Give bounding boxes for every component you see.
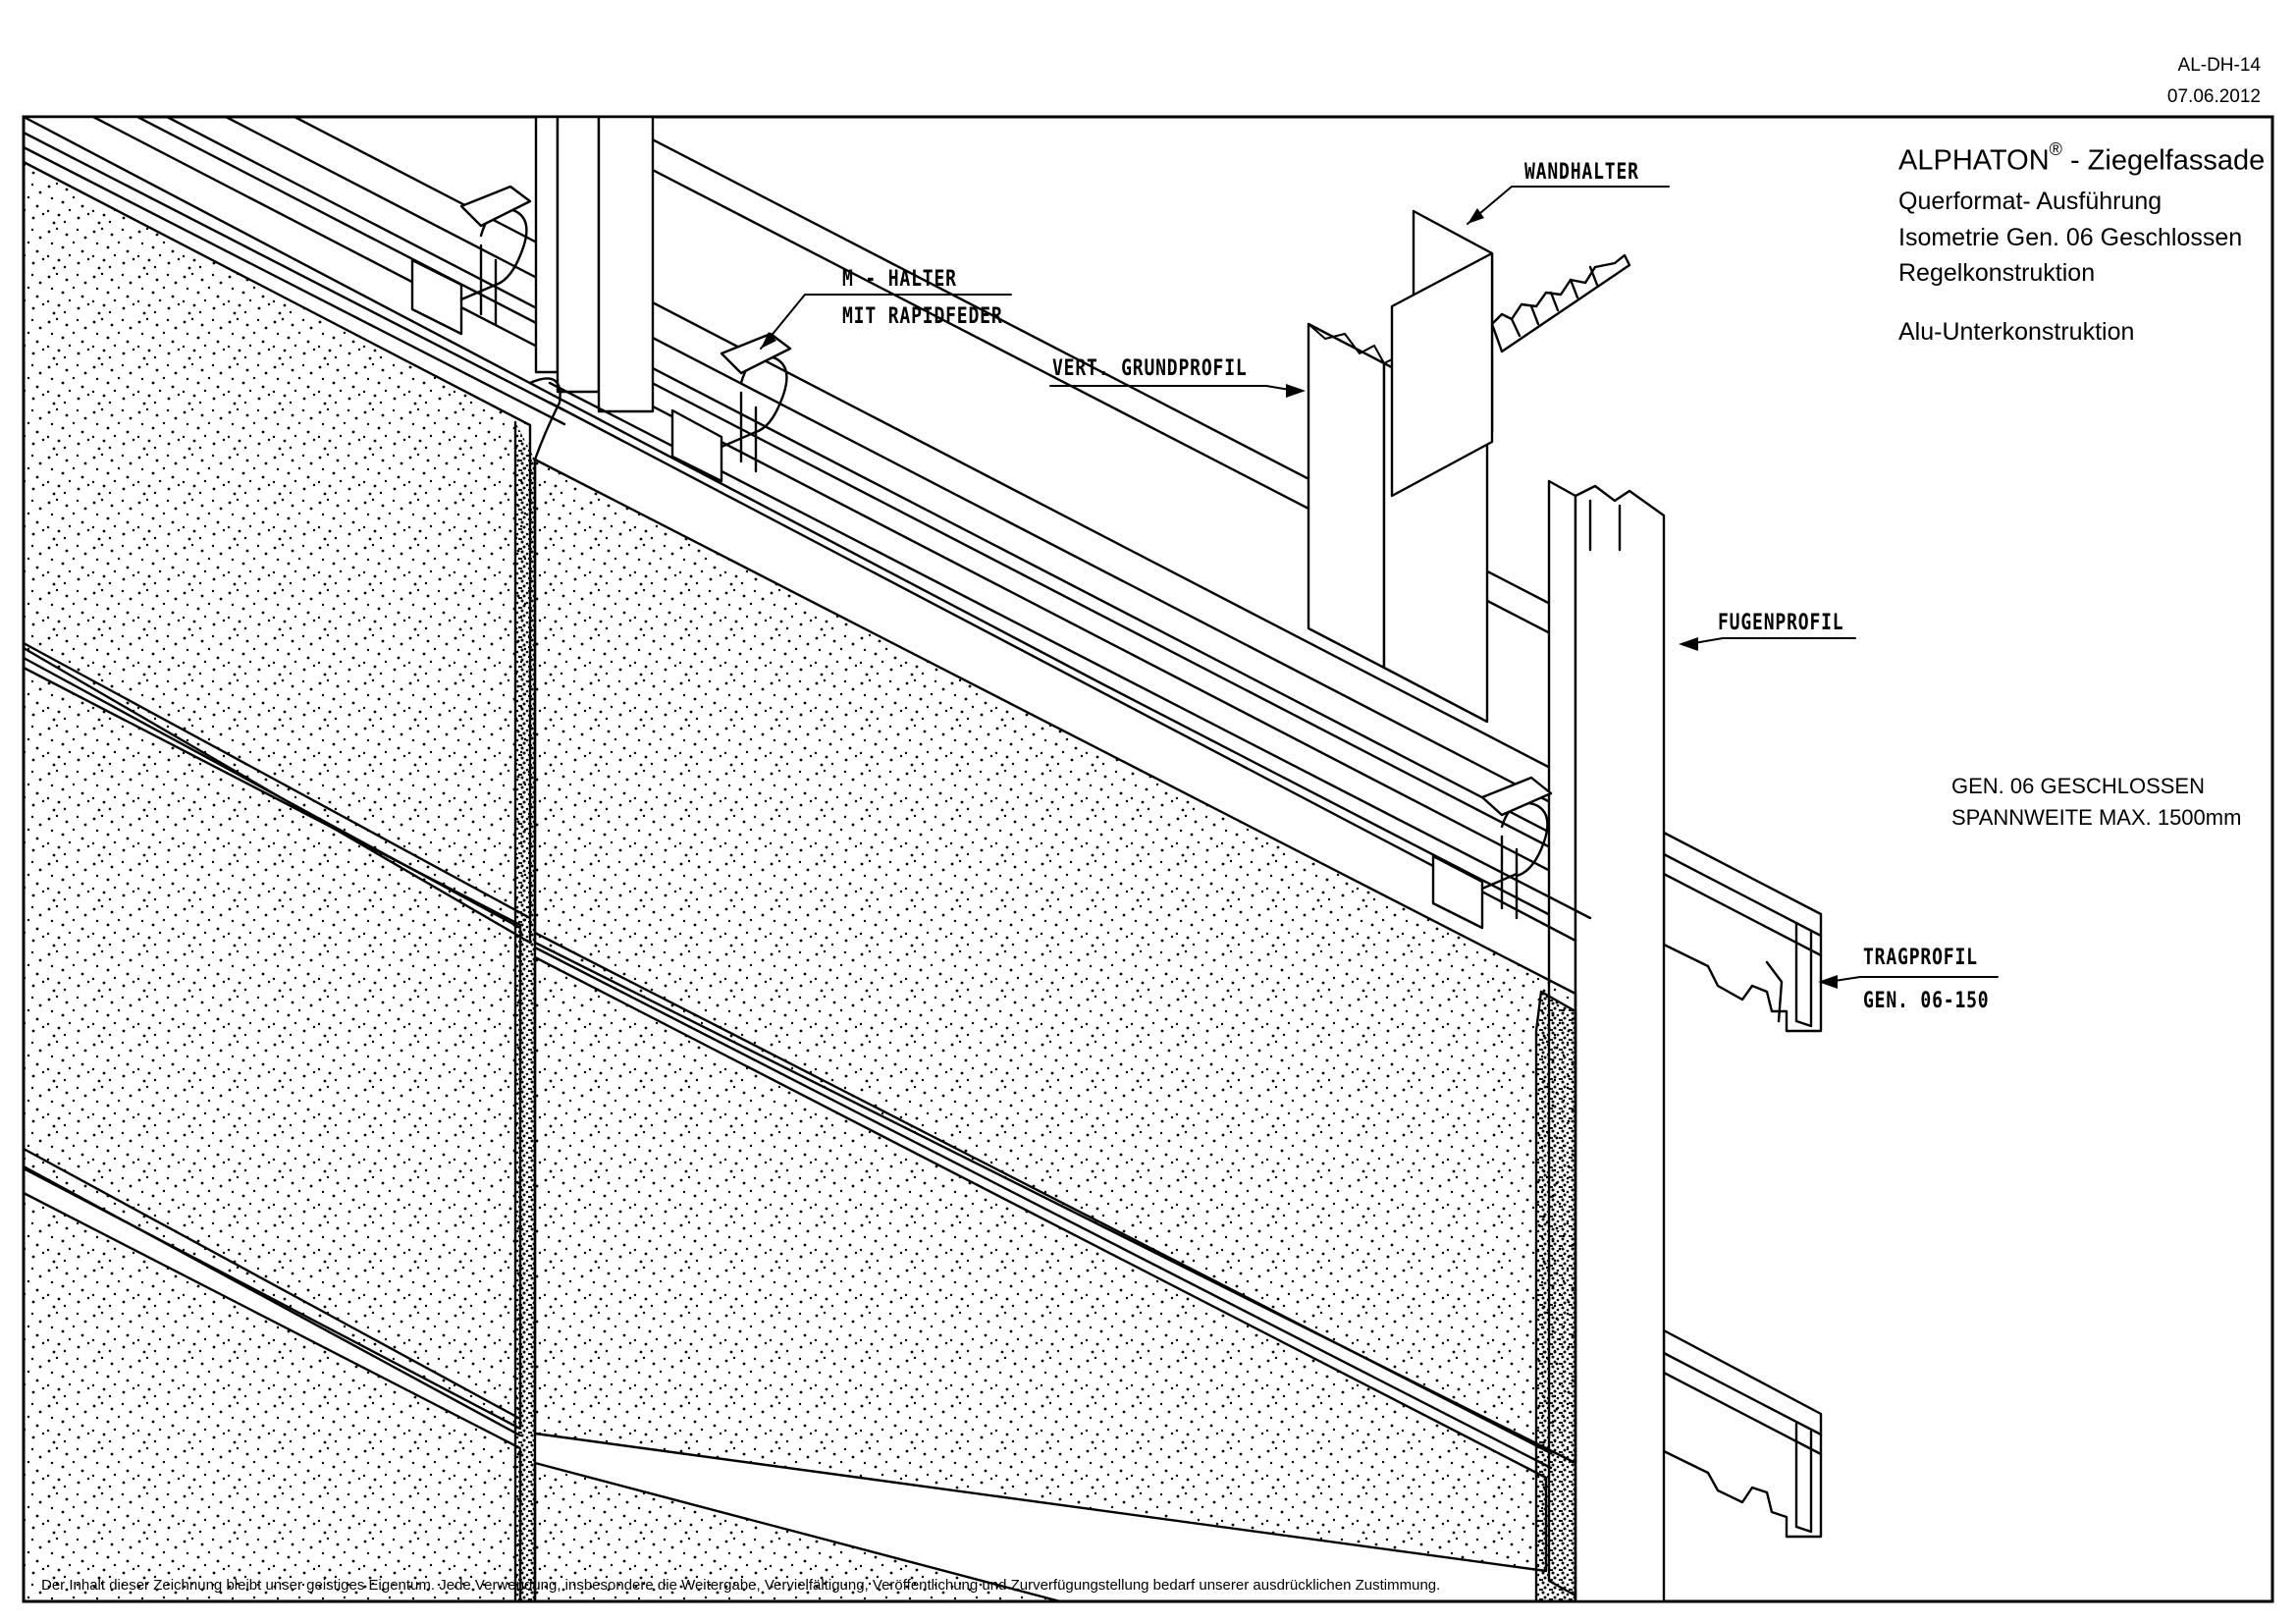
label-m-halter: M - HALTER	[842, 267, 957, 292]
ceramic-tiles	[22, 131, 1592, 1603]
title-line-1: Querformat- Ausführung	[1898, 188, 2163, 215]
spec-line-1: GEN. 06 GESCHLOSSEN	[1951, 774, 2205, 798]
m-clip-2	[670, 332, 792, 483]
m-clip-3	[1431, 776, 1553, 930]
leader-lines	[760, 186, 1999, 983]
wall-bracket	[1390, 209, 1631, 498]
label-tragprofil: TRAGPROFIL	[1863, 946, 1978, 970]
leader-arrowheads	[761, 208, 1838, 989]
spec-line-2: SPANNWEITE MAX. 1500mm	[1951, 805, 2242, 830]
upper-support-rail	[22, 115, 1558, 920]
copyright-notice: Der Inhalt dieser Zeichnung bleibt unser…	[41, 1577, 1441, 1594]
title-line-3: Regelkonstruktion	[1898, 259, 2096, 287]
m-clip-1	[410, 185, 532, 336]
title-line-4: Alu-Unterkonstruktion	[1898, 318, 2135, 346]
product-name: ALPHATON	[1898, 144, 2050, 177]
label-tragprofil-type: GEN. 06-150	[1863, 989, 1990, 1013]
product-suffix: - Ziegelfassade	[2061, 144, 2266, 177]
drawing-number: AL-DH-14	[2177, 55, 2261, 76]
title-product: ALPHATON® - Ziegelfassade	[1898, 140, 2266, 177]
label-wandhalter: WANDHALTER	[1524, 160, 1639, 185]
label-fugenprofil: FUGENPROFIL	[1718, 611, 1844, 635]
drawing-date: 07.06.2012	[2166, 86, 2261, 107]
title-line-2: Isometrie Gen. 06 Geschlossen	[1898, 224, 2243, 251]
tragprofil-lower-section	[1662, 1328, 1823, 1539]
registered-mark: ®	[2049, 139, 2062, 159]
label-rapidfeder: MIT RAPIDFEDER	[842, 304, 1003, 329]
label-grundprofil: VERT. GRUNDPROFIL	[1052, 356, 1248, 381]
tragprofil-upper-section	[1662, 831, 1823, 1033]
vertical-post-left	[534, 115, 655, 413]
